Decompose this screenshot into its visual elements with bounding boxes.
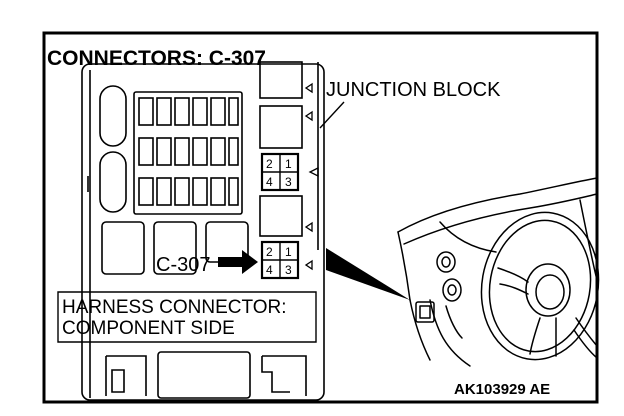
left-oval-port-bottom [99, 151, 127, 213]
upper-pin-4: 4 [266, 175, 273, 189]
upper-4pin-connector: 2 1 4 3 [260, 152, 300, 192]
lower-socket-3 [205, 221, 249, 263]
fuse-block [133, 91, 243, 215]
c307-arrow-icon [218, 250, 258, 274]
c307-pin-4: 4 [266, 263, 273, 277]
c307-pin-2: 2 [266, 245, 273, 259]
left-oval-port-top [99, 85, 127, 147]
lower-socket-2 [153, 221, 197, 275]
diagram-frame [42, 31, 599, 404]
c307-label: C-307 [156, 254, 210, 276]
junction-leader-line [319, 101, 345, 129]
upper-pin-3: 3 [285, 175, 292, 189]
relay-slot-2 [259, 105, 303, 149]
pointer-triangles [304, 82, 319, 271]
relay-slot-3 [259, 195, 303, 237]
upper-pin-1: 1 [285, 157, 292, 171]
junction-block-panel [57, 61, 325, 401]
c307-pin-3: 3 [285, 263, 292, 277]
bottom-connector-right [261, 355, 307, 396]
figure-code: AK103929 AE [454, 381, 550, 398]
c307-pin-1: 1 [285, 245, 292, 259]
callout-wedge [326, 248, 410, 300]
harness-label-line2: COMPONENT SIDE [62, 318, 235, 339]
lower-socket-1 [101, 221, 145, 275]
bottom-connector-left [105, 355, 147, 396]
relay-slot-1 [259, 61, 303, 99]
upper-pin-2: 2 [266, 157, 273, 171]
c307-4pin-connector: 2 1 4 3 [260, 240, 300, 280]
junction-block-label: JUNCTION BLOCK [326, 79, 501, 101]
dashboard-illustration [397, 177, 600, 367]
bottom-connector-middle [157, 351, 251, 399]
diagram-title: CONNECTORS: C-307 [47, 47, 266, 70]
harness-label-line1: HARNESS CONNECTOR: [62, 297, 287, 318]
